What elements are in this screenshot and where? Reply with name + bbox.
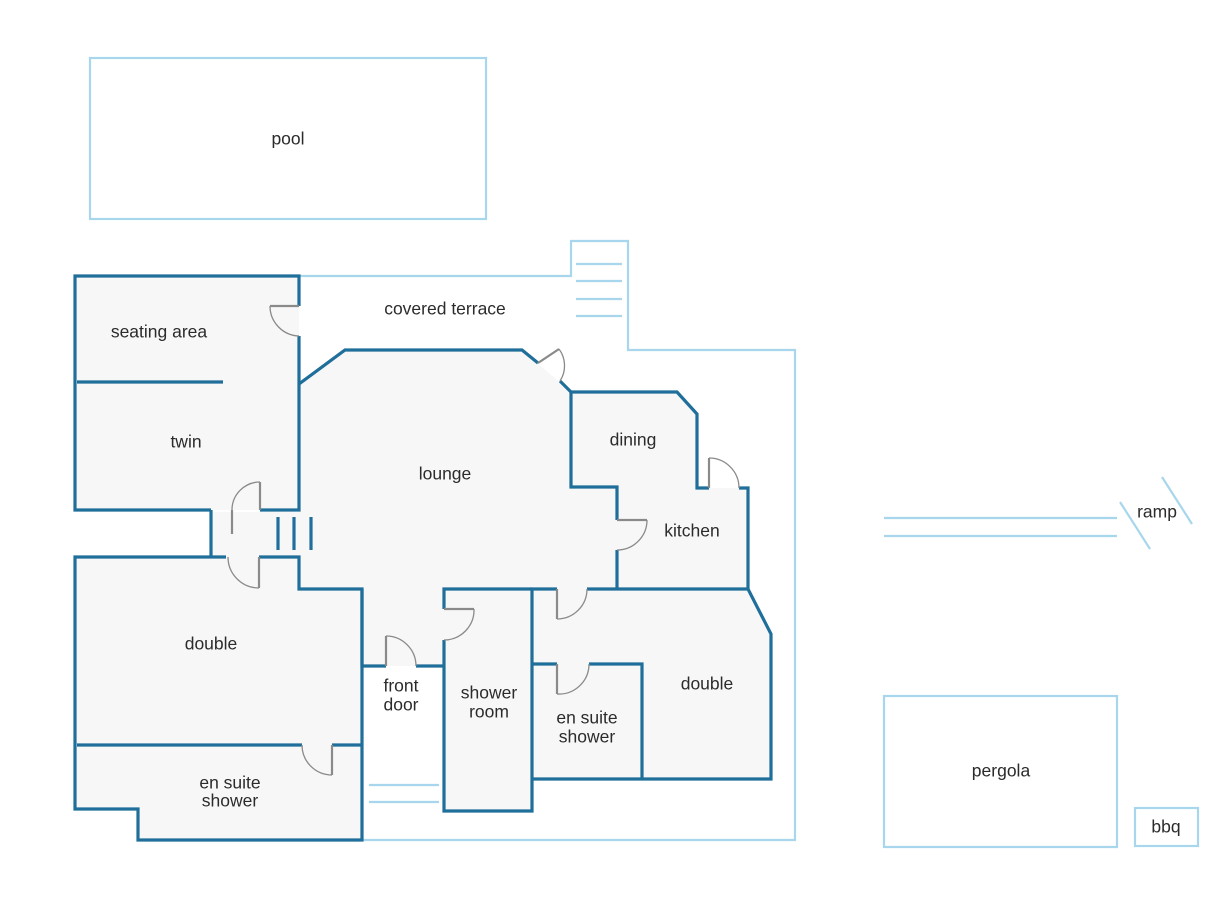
dining-kitchen-floor (571, 392, 748, 589)
wall-kitchen (587, 486, 750, 591)
door-arc (443, 608, 475, 641)
door-arc (301, 744, 333, 776)
label-shower-room-1: shower (461, 683, 518, 703)
label-seating-area: seating area (111, 322, 208, 342)
door-arc (227, 556, 260, 589)
label-ramp: ramp (1137, 502, 1177, 522)
wall-ensuite-right-b (589, 662, 644, 779)
label-twin: twin (170, 432, 201, 452)
wall-twin-right (260, 336, 301, 512)
wall-double-left (73, 555, 364, 842)
label-double-right: double (681, 674, 734, 694)
label-pergola: pergola (972, 761, 1031, 781)
bbq-area (1133, 806, 1200, 848)
double-right-floor (532, 589, 771, 779)
label-en-suite-right-2: shower (559, 727, 616, 747)
lounge-floor (299, 350, 617, 666)
outdoor-outlines (300, 239, 1200, 849)
wall-double-right (532, 588, 773, 781)
door-arc (556, 663, 590, 695)
wall-lounge-ne (558, 379, 573, 394)
terrace-outline (300, 239, 797, 842)
wall-dining-bottom (569, 392, 619, 520)
label-pool: pool (271, 129, 304, 149)
ramp-slash-right (1161, 476, 1193, 525)
doors (227, 304, 740, 776)
label-covered-terrace: covered terrace (384, 299, 506, 319)
door-arc (558, 348, 566, 382)
wall-dining (571, 390, 709, 490)
pool-area (88, 56, 488, 221)
pergola-area (882, 694, 1119, 849)
label-front-door-2: door (383, 695, 418, 715)
wall-lounge-top (298, 348, 540, 386)
door-leaf (537, 348, 560, 364)
label-en-suite-right-1: en suite (556, 708, 617, 728)
label-bbq: bbq (1151, 817, 1180, 837)
door-arc (269, 305, 300, 337)
wall-shower-room-top (442, 587, 532, 609)
label-double-left: double (185, 634, 238, 654)
shower-room-floor (444, 589, 532, 811)
label-dining: dining (610, 430, 657, 450)
label-lounge: lounge (419, 464, 472, 484)
ramp-slash-left (1119, 501, 1151, 550)
label-en-suite-left-2: shower (202, 791, 259, 811)
door-arc (616, 519, 648, 551)
label-kitchen: kitchen (664, 521, 719, 541)
hall-floor (211, 512, 301, 557)
room-labels: pool covered terrace seating area twin l… (111, 129, 1181, 837)
wall-seating-twin (73, 274, 301, 512)
door-arc (708, 457, 740, 489)
wall-double-right-left (442, 587, 557, 813)
door-arc (385, 635, 417, 667)
walls (73, 274, 773, 842)
door-arc (556, 588, 588, 620)
double-left-floor (75, 557, 362, 840)
label-front-door-1: front (383, 676, 418, 696)
room-floors (75, 276, 771, 840)
label-shower-room-2: room (469, 702, 509, 722)
label-en-suite-left-1: en suite (199, 773, 260, 793)
door-arc (231, 481, 261, 511)
seating-twin-floor (75, 276, 299, 510)
